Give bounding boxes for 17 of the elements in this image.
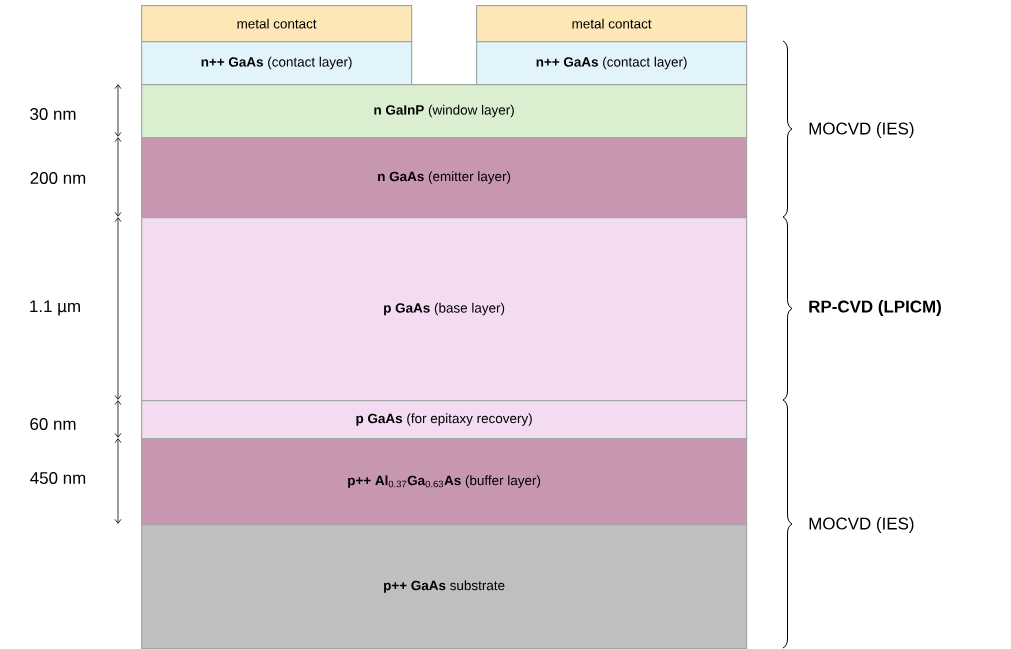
- process-label: MOCVD (IES): [809, 517, 914, 533]
- layer-box: n GaInP (window layer): [141, 84, 748, 139]
- layer-box: metal contact: [476, 5, 748, 43]
- dimension-label: 60 nm: [30, 418, 76, 430]
- layer-box: metal contact: [141, 5, 413, 43]
- process-label: RP-CVD (LPICM): [809, 300, 941, 316]
- process-label: MOCVD (IES): [809, 122, 914, 138]
- layer-box: n++ GaAs (contact layer): [476, 41, 748, 86]
- layer-box: p++ GaAs substrate: [141, 524, 748, 649]
- layer-box: n++ GaAs (contact layer): [141, 41, 413, 86]
- dimension-label: 30 nm: [30, 108, 76, 120]
- layer-box: n GaAs (emitter layer): [141, 137, 748, 219]
- layer-box: p++ Al$_{0.37}$Ga$_{0.63}$As (buffer layer): [141, 438, 748, 526]
- layer-box: p GaAs (for epitaxy recovery): [141, 400, 748, 440]
- dimension-label: 1.1 µm: [30, 300, 80, 316]
- dimension-label: 450 nm: [30, 472, 86, 484]
- dimension-label: 200 nm: [30, 172, 86, 184]
